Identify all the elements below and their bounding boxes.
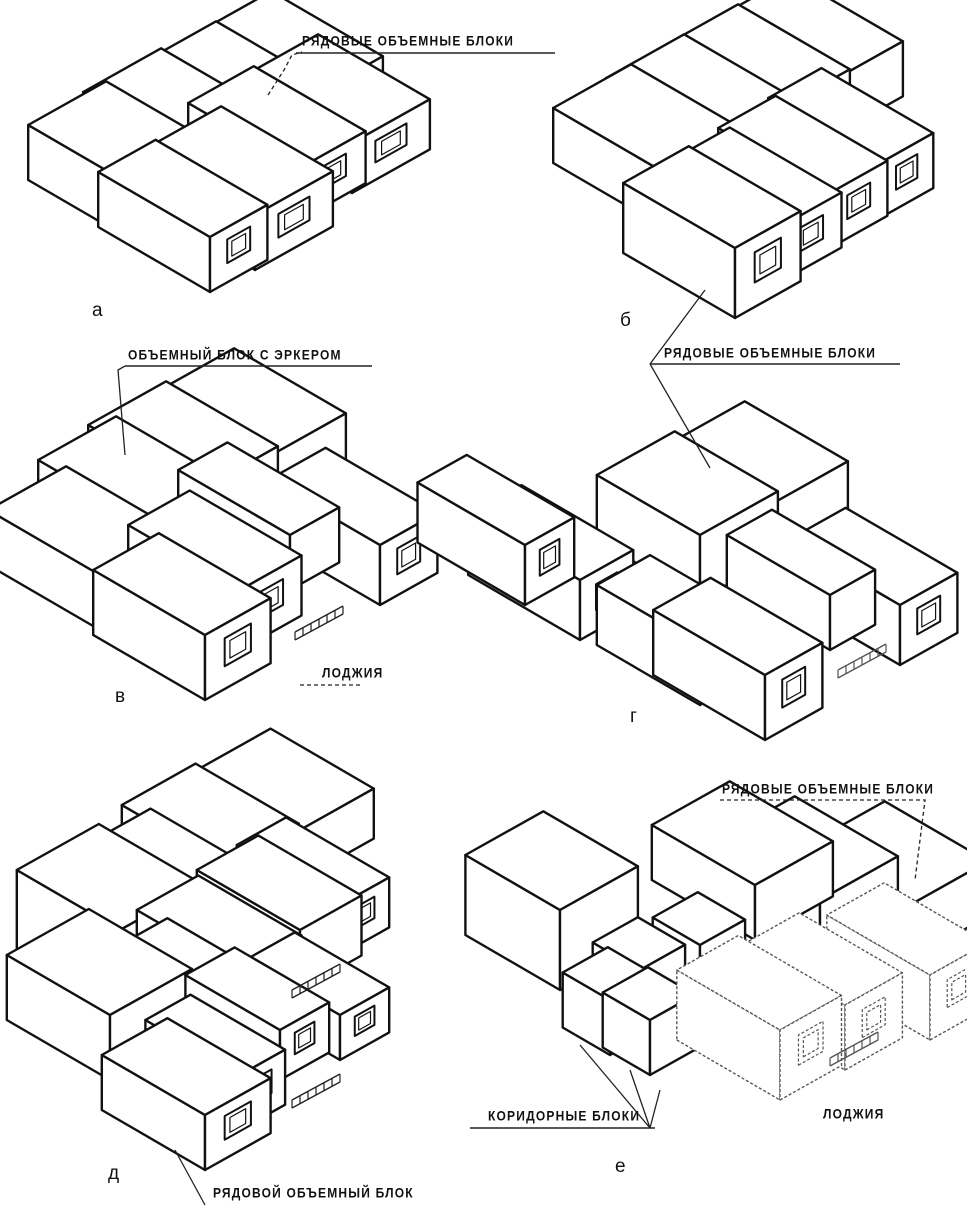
window-inner [543, 545, 557, 570]
window-inner [231, 232, 247, 257]
window-inner [401, 542, 417, 568]
label-row-block-d: РЯДОВОЙ ОБЪЕМНЫЙ БЛОК [213, 1184, 414, 1202]
window-inner [921, 602, 937, 628]
block-g-6 [725, 508, 877, 652]
label-loggia-e: ЛОДЖИЯ [823, 1105, 885, 1123]
leader-line [629, 1069, 651, 1129]
panel-letter-d: д [108, 1163, 120, 1184]
leader-line [117, 365, 126, 456]
panel-letter-e: е [615, 1156, 626, 1177]
window-inner [802, 221, 819, 246]
window-inner [229, 631, 247, 659]
label-row-blocks-a: РЯДОВЫЕ ОБЪЕМНЫЕ БЛОКИ [302, 32, 515, 50]
leader-line [174, 1149, 206, 1206]
railing [837, 643, 887, 671]
panel-letter-a: а [92, 300, 103, 321]
label-bay-window-block: ОБЪЕМНЫЙ БЛОК С ЭРКЕРОМ [128, 346, 342, 364]
window-inner [759, 245, 777, 275]
panel-letter-v: в [115, 686, 126, 707]
block-a-8 [96, 138, 269, 294]
block-g-8 [652, 576, 824, 742]
block-b-8 [622, 144, 802, 320]
label-row-blocks-b-g: РЯДОВЫЕ ОБЪЕМНЫЕ БЛОКИ [664, 344, 877, 362]
window-inner [851, 188, 867, 213]
loggia-d-2 [291, 1073, 341, 1109]
side-face [676, 969, 781, 1101]
window-inner [899, 160, 914, 184]
block-v-8 [91, 532, 272, 702]
leader-line [649, 289, 706, 365]
window-inner [802, 1029, 819, 1058]
window-inner [284, 203, 304, 231]
window-inner [229, 1108, 247, 1133]
end-face [828, 568, 877, 652]
window-inner [358, 1010, 372, 1031]
label-loggia-v: ЛОДЖИЯ [322, 664, 384, 682]
loggia-d-1 [291, 963, 341, 999]
panel-letter-g: г [630, 706, 637, 727]
block-g-4 [416, 453, 576, 607]
label-row-blocks-e: РЯДОВЫЕ ОБЪЕМНЫЕ БЛОКИ [722, 780, 935, 798]
railing [291, 1073, 341, 1101]
end-face [753, 840, 835, 942]
top-face [826, 882, 967, 976]
block-e-11 [676, 934, 843, 1101]
block-e-4 [464, 810, 640, 992]
window-inner [951, 973, 967, 1001]
leader-line [720, 799, 926, 881]
leader-line [649, 363, 711, 469]
window-inner [786, 673, 802, 701]
leader-line [579, 1044, 651, 1129]
railing [291, 963, 341, 991]
window-inner [866, 1003, 882, 1031]
railing [294, 605, 344, 633]
leader-line [649, 1089, 661, 1129]
loggia-e [829, 1031, 879, 1067]
panel-letter-b: б [620, 310, 631, 331]
railing [829, 1031, 879, 1059]
loggia-g [837, 643, 887, 679]
window-inner [381, 130, 401, 156]
window-inner [298, 1027, 312, 1049]
block-d-13 [100, 1017, 272, 1172]
loggia-v [294, 605, 344, 641]
label-corridor-blocks: КОРИДОРНЫЕ БЛОКИ [488, 1107, 641, 1125]
